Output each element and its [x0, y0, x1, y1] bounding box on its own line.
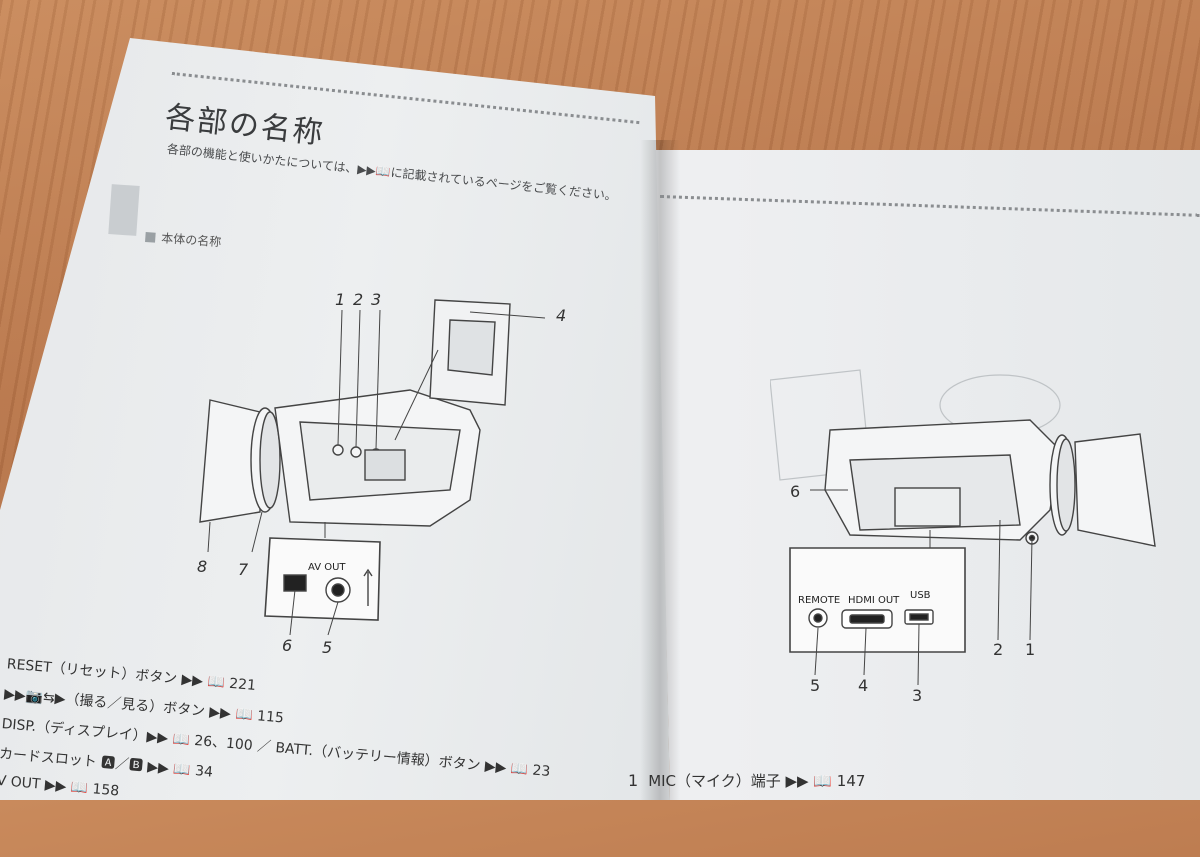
right-callout-4: 4 — [858, 676, 869, 695]
camcorder-left-diagram: AV OUT — [199, 299, 546, 636]
callout-4: 4 — [556, 306, 567, 325]
right-callout-1: 1 — [1025, 640, 1036, 659]
av-out-label: AV OUT — [308, 562, 346, 573]
callout-1: 1 — [335, 290, 346, 309]
right-callout-2: 2 — [993, 640, 1004, 659]
lens-hood-shape — [199, 399, 261, 523]
callout-6: 6 — [282, 636, 293, 655]
right-callout-6: 6 — [790, 482, 801, 501]
hdmi-port-label: HDMI OUT — [848, 595, 900, 606]
book-gutter-shadow — [640, 140, 680, 800]
right-callout-5: 5 — [810, 676, 821, 695]
usb-port-label: USB — [910, 590, 931, 601]
chapter-tab — [108, 184, 140, 236]
callout-7: 7 — [238, 560, 249, 579]
callout-3: 3 — [371, 290, 382, 309]
camcorder-right-diagram: REMOTE HDMI OUT USB — [770, 369, 1156, 686]
callout-5: 5 — [322, 638, 333, 657]
right-callout-3: 3 — [912, 686, 923, 705]
callout-8: 8 — [197, 557, 208, 576]
remote-port-label: REMOTE — [798, 595, 840, 606]
callout-2: 2 — [353, 290, 364, 309]
